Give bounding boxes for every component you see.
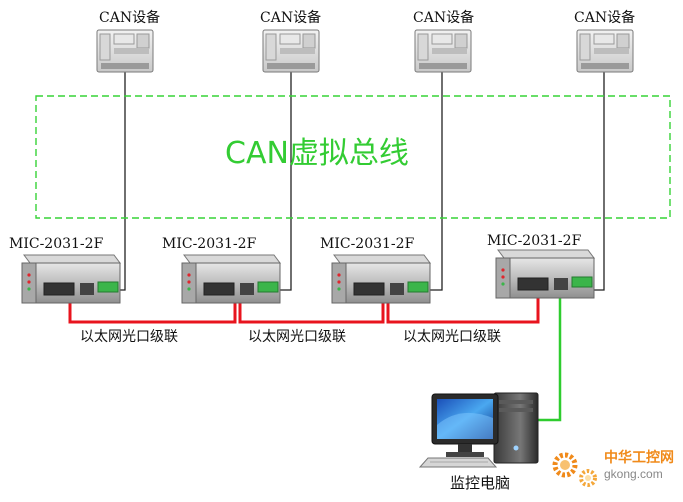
monitor-pc-icon (418, 392, 539, 468)
fiber-link-1 (68, 297, 237, 324)
can-device-3 (414, 29, 472, 73)
converter-2 (181, 254, 281, 304)
can-device-2-label: CAN设备 (260, 10, 322, 26)
converter-1 (21, 254, 121, 304)
gear-watermark-icon (552, 452, 597, 487)
can-device-4-label: CAN设备 (574, 10, 636, 26)
converter-3 (331, 254, 431, 304)
ethernet-link (534, 290, 562, 422)
virtual-bus-box (35, 95, 671, 219)
fiber-link-3 (386, 297, 540, 324)
link-1-label: 以太网光口级联 (80, 329, 178, 345)
converter-3-model: MIC-2031-2F (320, 236, 415, 252)
converter-4 (495, 249, 595, 299)
can-device-4 (576, 29, 634, 73)
can-device-2 (262, 29, 320, 73)
can-device-3-label: CAN设备 (413, 10, 475, 26)
fiber-link-2 (238, 297, 385, 324)
fiber-links (68, 297, 540, 324)
converter-2-model: MIC-2031-2F (162, 236, 257, 252)
link-3-label: 以太网光口级联 (403, 329, 501, 345)
converter-1-model: MIC-2031-2F (9, 236, 104, 252)
can-device-1 (96, 29, 154, 73)
can-device-1-label: CAN设备 (99, 10, 161, 26)
monitor-pc-label: 监控电脑 (450, 474, 511, 492)
watermark-site-en: gkong.com (604, 467, 663, 481)
link-2-label: 以太网光口级联 (248, 329, 346, 345)
virtual-bus-title: CAN虚拟总线 (225, 136, 409, 171)
converter-4-model: MIC-2031-2F (487, 233, 582, 249)
watermark-site-cn: 中华工控网 (604, 450, 674, 466)
